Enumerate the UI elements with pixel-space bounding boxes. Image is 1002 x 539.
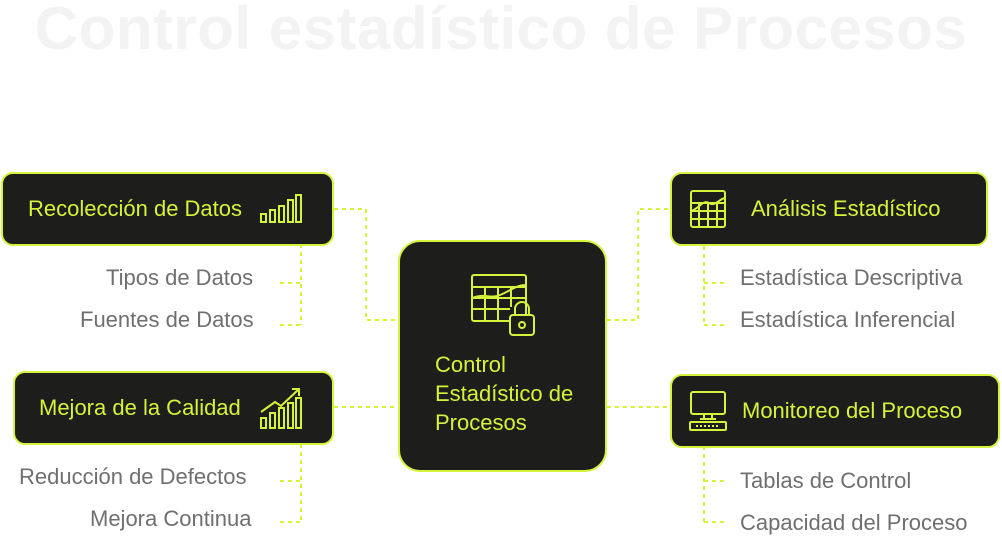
- leaf-descriptive-statistics: Estadística Descriptiva: [740, 265, 963, 290]
- node-process-monitoring[interactable]: Monitoreo del Proceso: [670, 374, 1000, 448]
- node-data-collection[interactable]: Recolección de Datos: [1, 172, 334, 246]
- node-data-collection-label: Recolección de Datos: [28, 196, 243, 221]
- leaf-continuous-improvement: Mejora Continua: [90, 506, 252, 531]
- leaf-inferential-statistics: Estadística Inferencial: [740, 307, 956, 332]
- background-title: Control estadístico de Procesos: [34, 0, 968, 62]
- bar-chart-icon: [260, 194, 303, 223]
- node-quality-improvement-label: Mejora de la Calidad: [39, 395, 241, 420]
- connector-statistical-analysis: [607, 208, 670, 321]
- spreadsheet-icon: [690, 190, 726, 228]
- node-quality-improvement[interactable]: Mejora de la Calidad: [13, 371, 334, 445]
- growth-chart-icon: [259, 388, 302, 429]
- computer-icon: [689, 391, 727, 431]
- node-statistical-analysis-label: Análisis Estadístico: [751, 196, 941, 221]
- spreadsheet-lock-icon: [471, 274, 535, 336]
- node-process-monitoring-label: Monitoreo del Proceso: [742, 398, 963, 423]
- leaf-data-sources: Fuentes de Datos: [80, 307, 254, 332]
- leaf-process-capability: Capacidad del Proceso: [740, 510, 968, 535]
- center-node[interactable]: Control Estadístico de Procesos: [398, 240, 607, 472]
- center-label: Control Estadístico de Procesos: [435, 352, 574, 435]
- leaf-data-types: Tipos de Datos: [106, 265, 254, 290]
- leaf-control-charts: Tablas de Control: [740, 468, 912, 493]
- node-statistical-analysis[interactable]: Análisis Estadístico: [670, 172, 988, 246]
- connector-data-collection: [334, 208, 398, 321]
- leaf-defect-reduction: Reducción de Defectos: [19, 464, 247, 489]
